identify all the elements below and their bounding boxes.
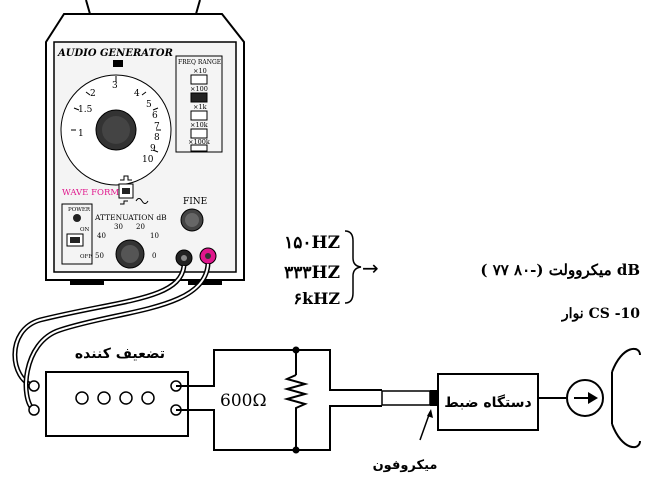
microphone-label: میکروفون — [373, 458, 438, 473]
audio-generator: AUDIO GENERATOR 1 1.5 2 3 4 5 6 7 8 9 10… — [45, 0, 245, 285]
microphone-pointer-line — [419, 411, 431, 441]
resistor-symbol — [283, 374, 309, 420]
junction-dot — [292, 446, 300, 454]
dial-number: 4 — [134, 89, 140, 99]
range-label: ×100 — [190, 85, 208, 93]
circuit-wires — [176, 349, 382, 451]
dial-number: 5 — [146, 100, 152, 110]
resistor-value-label: 600Ω — [220, 391, 267, 411]
attenuator-control[interactable] — [97, 391, 111, 405]
cable-ground-core — [14, 265, 185, 387]
attenuator-input-terminal[interactable] — [28, 380, 40, 392]
microphone-body — [381, 390, 431, 406]
sine-wave-icon — [120, 198, 149, 205]
dial-tick-marks — [71, 76, 161, 153]
generator-foot-right — [188, 280, 222, 285]
ground-terminal-center — [181, 255, 187, 261]
fine-knob-cap — [185, 213, 199, 227]
range-button-x10k[interactable] — [190, 128, 208, 139]
range-label: ×10k — [190, 121, 208, 129]
power-label: POWER — [68, 207, 91, 213]
wave-form-switch-knob — [122, 188, 130, 194]
frequency-150hz: ۱۵۰HZ — [284, 233, 340, 253]
generator-handle — [85, 0, 201, 15]
power-indicator-led — [73, 214, 81, 222]
attenuation-value: 30 — [114, 223, 123, 231]
frequency-brace — [344, 230, 362, 304]
dial-pointer — [113, 60, 123, 67]
range-label: ×100k — [188, 138, 210, 146]
dial-number: 6 — [152, 111, 158, 121]
attenuator-control[interactable] — [119, 391, 133, 405]
attenuation-value: 0 — [152, 252, 156, 260]
attenuator-label: تضعیف کننده — [75, 346, 165, 362]
recorder-label: دستگاه ضبط — [444, 394, 531, 411]
dial-number: 1.5 — [78, 105, 93, 115]
tape-reel-path — [611, 347, 641, 449]
dial-number: 3 — [112, 81, 118, 91]
on-label: ON — [80, 227, 90, 233]
recorder-box — [437, 373, 539, 431]
tape-label: نوار CS -10 — [561, 306, 640, 322]
attenuator-control[interactable] — [141, 391, 155, 405]
dial-number: 10 — [142, 155, 154, 165]
attenuator-box — [45, 371, 189, 437]
attenuator-input-terminal[interactable] — [28, 404, 40, 416]
wave-form-label: WAVE FORM — [62, 188, 119, 198]
attenuation-value: 50 — [95, 252, 104, 260]
range-button-x100k[interactable] — [190, 144, 208, 152]
range-label: ×10 — [193, 67, 207, 75]
output-terminal-center — [205, 253, 211, 259]
signal-level-label: ( ۷۷ میکروولت (-۸۰ dB — [480, 261, 640, 279]
dial-number: 8 — [154, 133, 160, 143]
freq-range-label: FREQ RANGE — [178, 59, 221, 66]
range-button-x100[interactable] — [190, 92, 208, 103]
dial-number: 9 — [150, 144, 156, 154]
frequency-knob-cap — [102, 116, 130, 144]
attenuation-label: ATTENUATION dB — [94, 213, 167, 222]
cable-signal-core — [25, 263, 209, 411]
dial-number: 2 — [90, 89, 96, 99]
fine-label: FINE — [183, 197, 207, 207]
frequency-6khz: ۶kHZ — [294, 289, 341, 308]
attenuation-value: 10 — [150, 232, 159, 240]
generator-foot-left — [70, 280, 104, 285]
arrow-icon: → — [362, 256, 379, 280]
microphone-head — [430, 390, 438, 406]
frequency-333hz: ۳۳۳HZ — [284, 263, 340, 283]
attenuation-value: 20 — [136, 223, 145, 231]
attenuation-value: 40 — [97, 232, 106, 240]
dial-number: 1 — [78, 129, 84, 139]
range-button-x10[interactable] — [190, 74, 208, 85]
generator-title: AUDIO GENERATOR — [57, 48, 173, 59]
off-label: OFF — [80, 254, 92, 260]
range-label: ×1k — [193, 103, 207, 111]
junction-dot — [292, 346, 300, 354]
tape-head-arrowhead — [588, 392, 598, 404]
attenuator-control[interactable] — [75, 391, 89, 405]
range-button-x1k[interactable] — [190, 110, 208, 121]
power-switch-knob — [70, 237, 80, 243]
dial-number: 7 — [154, 122, 160, 132]
microphone-pointer-arrowhead — [427, 409, 433, 418]
attenuation-knob-cap — [121, 245, 139, 263]
square-wave-icon — [120, 175, 132, 181]
